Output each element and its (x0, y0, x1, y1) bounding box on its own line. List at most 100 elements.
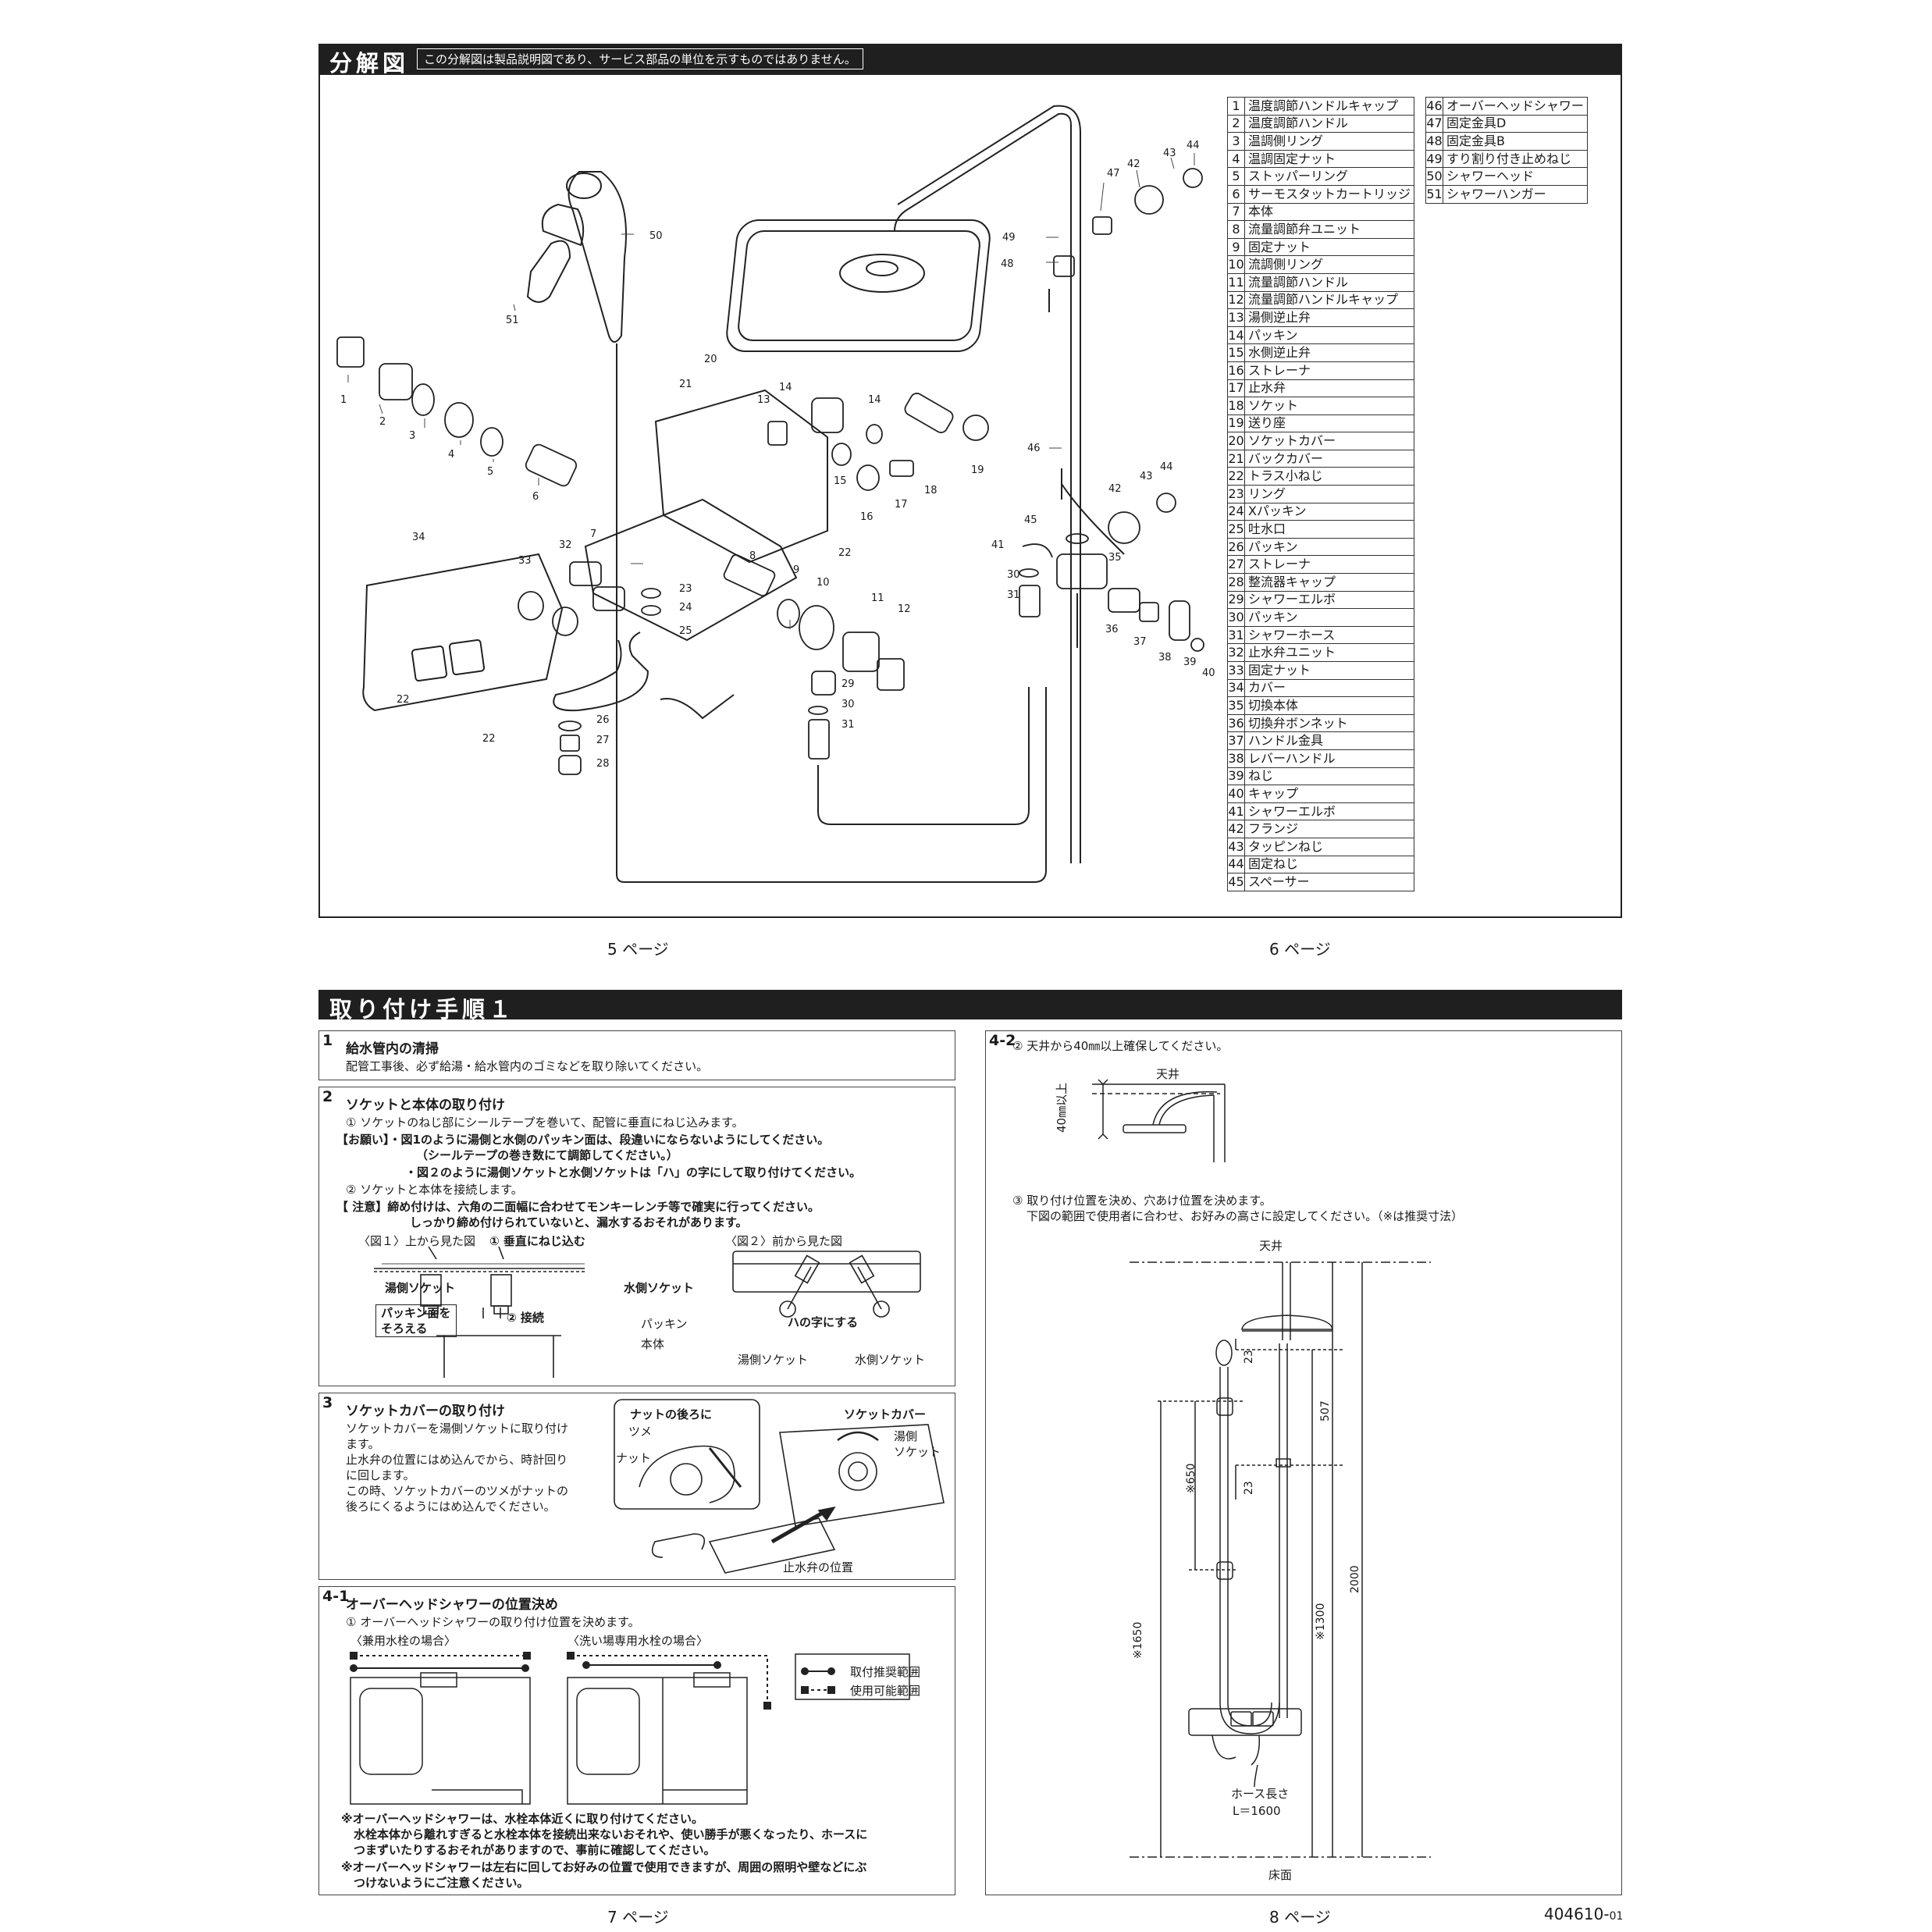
part-number: 48 (1425, 132, 1443, 151)
flange-bottom (1108, 511, 1140, 544)
step-3-annot-nut: ナット (616, 1451, 652, 1465)
ceiling-label-top: 天井 (1156, 1067, 1180, 1081)
step-4-1-number: 4-1 (322, 1588, 350, 1605)
part-number: 6 (1227, 184, 1245, 204)
spacer (1066, 533, 1089, 544)
shower-elbow-41 (1022, 543, 1053, 558)
part-number: 43 (1227, 837, 1245, 856)
fig1-caption: 〈図１〉上から見た図 (358, 1234, 476, 1248)
callout-11: 11 (871, 592, 884, 604)
strainer-27 (560, 735, 580, 752)
cover-button-temp (411, 645, 448, 682)
step-2-line-7: しっかり締め付けられていないと、漏水するおそれがあります。 (410, 1215, 748, 1229)
lever-handle (1169, 600, 1190, 641)
shower-hanger (526, 240, 571, 303)
part-number: 7 (1227, 202, 1245, 222)
stop-valve-unit (569, 561, 602, 586)
fig1-packing: パッキン (641, 1317, 688, 1331)
part-name: 流量調節ハンドル (1244, 272, 1415, 292)
callout-49: 49 (1002, 232, 1016, 244)
step-4-2-line-2: ③ 取り付け位置を決め、穴あけ位置を決めます。 (1012, 1194, 1272, 1208)
cold-check-valve (831, 443, 852, 466)
step-4-2-box: 4-2 ② 天井から40㎜以上確保してください。 天井 40㎜以上 ③ 取り付け… (985, 1030, 1622, 1895)
legend-usable: 使用可能範囲 (850, 1684, 921, 1698)
socket-hot (811, 397, 844, 433)
part-name: 吐水口 (1244, 520, 1415, 539)
part-number: 32 (1227, 643, 1245, 662)
callout-48: 48 (1001, 258, 1014, 270)
flow-handle-cap (877, 658, 905, 691)
part-name: 送り座 (1244, 414, 1415, 433)
callout-17: 17 (895, 499, 908, 511)
step-3-line-2: ます。 (346, 1437, 380, 1451)
part-name: シャワーホース (1244, 625, 1415, 645)
page-number-8: 8 ページ (1269, 1908, 1331, 1927)
callout-31a: 31 (841, 719, 855, 731)
callout-51: 51 (506, 315, 519, 326)
packing-30b (1019, 568, 1039, 578)
step-3-annot-stop-valve: 止水弁の位置 (783, 1560, 854, 1574)
ring-23 (641, 588, 661, 599)
step-1-body: 配管工事後、必ず給湯・給水管内のゴミなどを取り除いてください。 (346, 1059, 709, 1073)
temp-fixing-nut (444, 402, 474, 438)
flow-side-ring (799, 605, 834, 650)
temp-handle (379, 363, 413, 400)
cap (1190, 638, 1204, 652)
part-number: 47 (1425, 114, 1443, 133)
step-4-1-note-5: つけないようにご注意ください。 (354, 1876, 529, 1890)
part-name: パッキン (1244, 608, 1415, 627)
part-name: パッキン (1244, 537, 1415, 557)
flange-top (1134, 185, 1164, 215)
temp-side-ring (411, 383, 435, 416)
callout-31b: 31 (1007, 589, 1020, 601)
hot-check-valve (767, 421, 788, 446)
part-name: 切換本体 (1244, 696, 1415, 715)
part-number: 25 (1227, 520, 1245, 539)
part-name: ストッパーリング (1244, 167, 1415, 186)
step-2-figures (374, 1246, 921, 1378)
callout-43a: 43 (1163, 148, 1176, 159)
part-number: 24 (1227, 502, 1245, 521)
fig1-packing-align: パッキン面をそろえる (375, 1304, 457, 1337)
step-3-number: 3 (322, 1394, 333, 1411)
ceiling-label: 天井 (1259, 1239, 1283, 1253)
callout-32: 32 (559, 539, 572, 551)
part-name: ハンドル金具 (1244, 731, 1415, 750)
floor-label: 床面 (1268, 1868, 1293, 1882)
callout-14a: 14 (779, 382, 792, 393)
part-name: パッキン (1244, 326, 1415, 345)
flow-handle (842, 632, 880, 672)
step-3-annot-socket-cover: ソケットカバー (844, 1407, 927, 1421)
callout-29: 29 (841, 678, 855, 690)
fig1-connect: ② 接続 (507, 1311, 544, 1325)
step-4-1-figures (350, 1652, 910, 1805)
callout-26: 26 (596, 714, 610, 726)
callout-15: 15 (834, 475, 847, 487)
fig-combo-faucet: 〈兼用水栓の場合〉 (350, 1634, 457, 1648)
callout-4: 4 (448, 449, 454, 461)
step-3-line-6: 後ろにくるようにはめ込んでください。 (346, 1500, 556, 1514)
switch-body (1056, 553, 1108, 589)
part-name: シャワーハンガー (1443, 184, 1588, 204)
part-number: 35 (1227, 696, 1245, 715)
part-number: 46 (1425, 97, 1443, 116)
socket (904, 393, 954, 433)
step-2-line-2: 【お願い】・図1のように湯側と水側のパッキン面は、段違いにならないようにしてくだ… (336, 1133, 830, 1147)
fixing-bracket-d (1092, 216, 1112, 235)
part-number: 36 (1227, 713, 1245, 733)
part-number: 40 (1227, 785, 1245, 803)
part-number: 3 (1227, 132, 1245, 151)
